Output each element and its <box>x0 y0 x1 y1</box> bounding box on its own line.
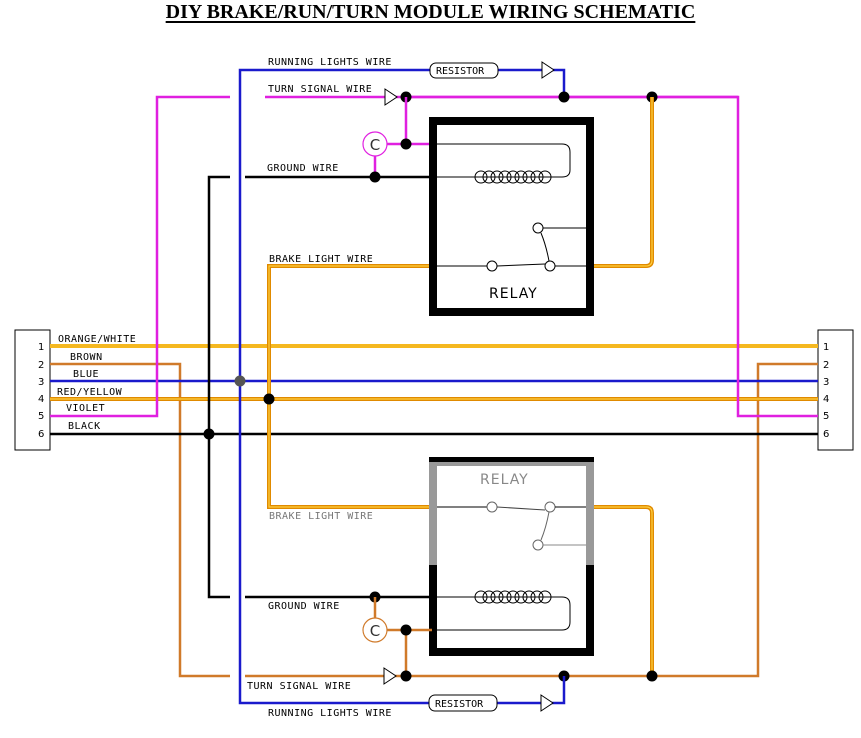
resistor-label: RESISTOR <box>436 66 485 77</box>
relay-label: RELAY <box>480 472 529 488</box>
top-circuit: RESISTOR RUNNING LIGHTS WIRE TURN SIGNAL… <box>245 57 738 316</box>
resistor-top: RESISTOR <box>429 62 499 79</box>
relay-label: RELAY <box>489 286 538 302</box>
pin-label: 1 <box>823 342 829 353</box>
pin-label: 2 <box>38 360 44 371</box>
pin-label: 4 <box>38 394 44 405</box>
diode-icon <box>384 88 398 106</box>
wire-violet-left <box>50 95 230 418</box>
pin-label: 5 <box>38 411 44 422</box>
junction-dot <box>646 670 658 682</box>
wire-label-violet: VIOLET <box>66 403 105 414</box>
resistor-label: RESISTOR <box>435 699 484 710</box>
junction-dot <box>234 375 246 387</box>
switch-contact-icon <box>532 539 544 551</box>
relay-top: RELAY <box>429 117 594 316</box>
pin-label: 5 <box>823 411 829 422</box>
diode-icon <box>383 667 397 685</box>
pin-label: 3 <box>823 377 829 388</box>
wire-label-brown: BROWN <box>70 352 103 363</box>
brake-wire-label-bottom: BRAKE LIGHT WIRE <box>269 511 373 522</box>
right-connector: 1 2 3 4 5 6 <box>817 329 854 451</box>
running-wire-label-bottom: RUNNING LIGHTS WIRE <box>268 708 392 719</box>
junction-dot <box>400 138 412 150</box>
capacitor-label: C <box>370 622 380 640</box>
wire-label-orange-white: ORANGE/WHITE <box>58 334 136 345</box>
switch-contact-icon <box>544 501 556 513</box>
junction-dot <box>369 171 381 183</box>
pin-label: 4 <box>823 394 829 405</box>
coil-icon <box>474 170 552 184</box>
junction-dot <box>400 670 412 682</box>
bottom-circuit: RELAY BRAKE LIGHT WIRE GROUND WIRE <box>245 457 658 719</box>
coil-icon <box>474 590 552 604</box>
running-wire-label-top: RUNNING LIGHTS WIRE <box>268 57 392 68</box>
resistor-bottom: RESISTOR <box>428 694 498 712</box>
ground-wire-label-bottom: GROUND WIRE <box>268 601 340 612</box>
left-connector: 1 2 3 4 5 6 <box>14 329 51 451</box>
junction-dot <box>558 91 570 103</box>
brake-wire-label-top: BRAKE LIGHT WIRE <box>269 254 373 265</box>
turn-wire-label-bottom: TURN SIGNAL WIRE <box>247 681 351 692</box>
switch-contact-icon <box>486 501 498 513</box>
wire-label-red-yellow: RED/YELLOW <box>57 387 123 398</box>
pin-label: 6 <box>823 429 829 440</box>
capacitor-label: C <box>370 136 380 154</box>
pin-label: 6 <box>38 429 44 440</box>
diode-icon <box>541 61 555 79</box>
capacitor-top: C <box>362 131 388 157</box>
wire-brown-right <box>406 362 818 678</box>
ground-wire-label-top: GROUND WIRE <box>267 163 339 174</box>
junction-dot <box>203 428 215 440</box>
wire-label-black: BLACK <box>68 421 101 432</box>
capacitor-bottom: C <box>362 617 388 643</box>
wire-brown-left <box>50 362 230 678</box>
brake-trunk-core <box>268 265 432 508</box>
brake-trunk <box>267 264 432 509</box>
junction-dot <box>263 393 275 405</box>
ground-trunk <box>207 175 230 599</box>
switch-contact-icon <box>486 260 498 272</box>
switch-contact-icon <box>532 222 544 234</box>
relay-bottom: RELAY <box>429 457 594 656</box>
running-trunk <box>238 68 265 705</box>
pin-label: 2 <box>823 360 829 371</box>
wire-label-blue: BLUE <box>73 369 99 380</box>
pin-label: 3 <box>38 377 44 388</box>
turn-wire-label-top: TURN SIGNAL WIRE <box>268 84 372 95</box>
pin-label: 1 <box>38 342 44 353</box>
page-title: DIY BRAKE/RUN/TURN MODULE WIRING SCHEMAT… <box>165 1 696 23</box>
switch-contact-icon <box>544 260 556 272</box>
junction-dot <box>400 624 412 636</box>
diode-icon <box>540 694 554 712</box>
